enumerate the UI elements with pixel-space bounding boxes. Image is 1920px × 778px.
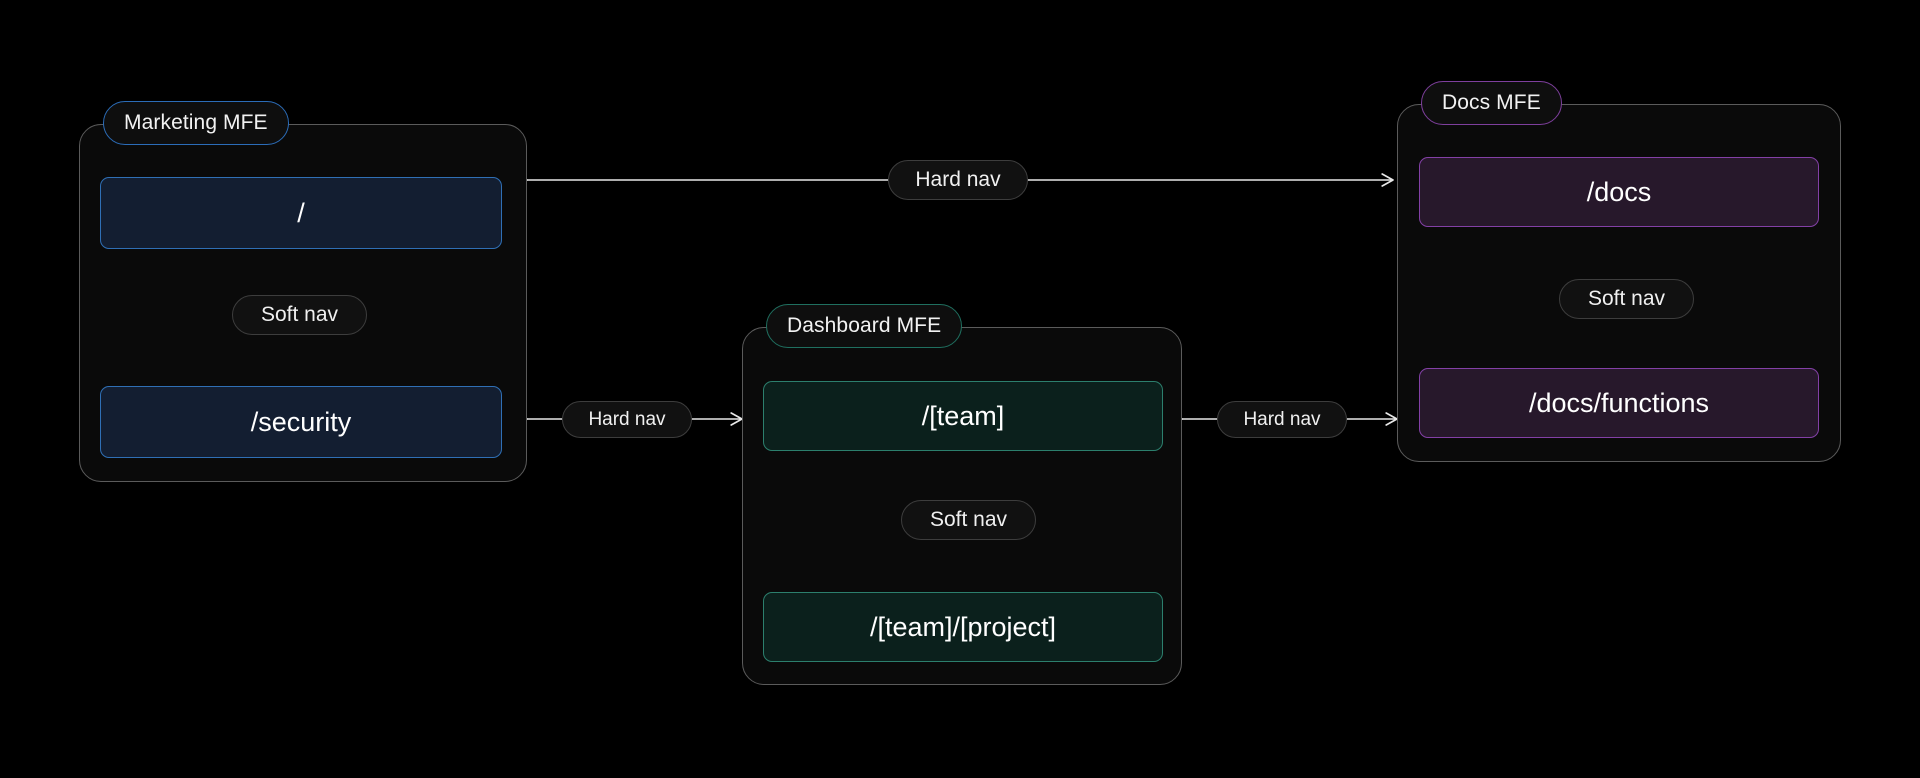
node-label: /security [250,406,352,437]
node-dashboard-team[interactable]: /[team] [763,381,1163,451]
node-label: /[team] [921,400,1005,431]
group-label-dashboard-mfe[interactable]: Dashboard MFE [766,304,963,348]
group-label-text: Docs MFE [1442,91,1541,114]
edge-label-text: Hard nav [588,408,666,430]
node-label: /[team]/[project] [869,611,1057,642]
edge-label-marketing-docs-hard-nav[interactable]: Hard nav [888,160,1028,200]
node-dashboard-team-project[interactable]: /[team]/[project] [763,592,1163,662]
node-label: /docs [1586,176,1652,207]
edge-label-marketing-soft-nav[interactable]: Soft nav [232,295,367,335]
edge-label-dashboard-docs-hard-nav[interactable]: Hard nav [1217,401,1347,438]
group-label-marketing-mfe[interactable]: Marketing MFE [103,101,289,145]
node-docs-root[interactable]: /docs [1419,157,1819,227]
node-docs-functions[interactable]: /docs/functions [1419,368,1819,438]
edge-label-dashboard-soft-nav[interactable]: Soft nav [901,500,1036,540]
group-label-text: Marketing MFE [124,111,268,134]
group-label-text: Dashboard MFE [787,314,942,337]
edge-label-text: Hard nav [915,168,1001,191]
group-label-docs-mfe[interactable]: Docs MFE [1421,81,1562,125]
edge-label-text: Soft nav [1587,287,1666,310]
edge-label-marketing-dashboard-hard-nav[interactable]: Hard nav [562,401,692,438]
edge-label-docs-soft-nav[interactable]: Soft nav [1559,279,1694,319]
node-label: / [297,197,305,228]
edge-label-text: Soft nav [260,303,339,326]
edge-label-text: Soft nav [929,508,1008,531]
node-marketing-security[interactable]: /security [100,386,502,458]
node-marketing-root[interactable]: / [100,177,502,249]
node-label: /docs/functions [1528,387,1710,418]
edge-label-text: Hard nav [1243,408,1321,430]
